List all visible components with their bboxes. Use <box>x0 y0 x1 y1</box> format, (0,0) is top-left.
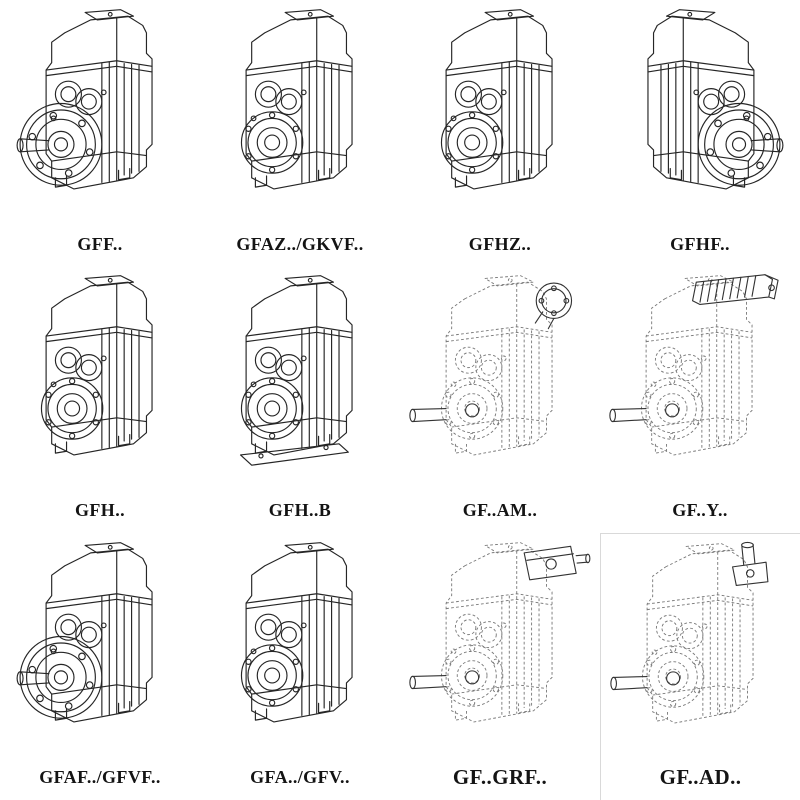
gearbox-drawing-hollow-shaft <box>7 271 193 494</box>
figure-gfa-gfv <box>200 537 400 762</box>
figure-gf-am <box>400 271 600 496</box>
model-label: GF..GRF.. <box>452 764 548 789</box>
catalog-cell-gf-ad: GF..AD.. <box>600 533 800 800</box>
gearbox-drawing-output-flange-mirrored <box>607 5 793 228</box>
model-label: GFH.. <box>75 500 125 521</box>
model-label: GFA../GFV.. <box>250 766 350 787</box>
figure-gfaf-gfvf <box>0 537 200 762</box>
model-label: GFH..B <box>268 500 332 521</box>
gearbox-drawing-output-flange <box>7 538 193 761</box>
catalog-cell-gf-am: GF..AM.. <box>400 267 600 534</box>
catalog-cell-gfhf: GFHF.. <box>600 0 800 267</box>
gearbox-drawing-motor-adapter-phantom <box>407 271 593 494</box>
gearbox-drawing-mounted-motor-phantom <box>607 271 793 494</box>
gearbox-drawing-input-adapter-phantom <box>407 538 593 761</box>
gearbox-drawing-hollow-shaft <box>407 5 593 228</box>
figure-gff <box>0 4 200 229</box>
catalog-cell-gf-y: GF..Y.. <box>600 267 800 534</box>
gearbox-drawing-top-input-shaft-phantom <box>608 539 794 762</box>
model-label: GFAZ../GKVF.. <box>236 233 364 254</box>
catalog-cell-gfh-b: GFH..B <box>200 267 400 534</box>
catalog-cell-gf-grf: GF..GRF.. <box>400 533 600 800</box>
catalog-cell-gfaf-gfvf: GFAF../GFVF.. <box>0 533 200 800</box>
catalog-cell-gfa-gfv: GFA../GFV.. <box>200 533 400 800</box>
catalog-cell-gfh: GFH.. <box>0 267 200 534</box>
catalog-cell-gff: GFF.. <box>0 0 200 267</box>
model-label: GFF.. <box>77 233 123 254</box>
model-label: GF..Y.. <box>672 500 728 521</box>
model-label: GFHF.. <box>670 233 730 254</box>
gearbox-drawing-output-flange <box>7 5 193 228</box>
figure-gf-y <box>600 271 800 496</box>
catalog-cell-gfhz: GFHZ.. <box>400 0 600 267</box>
figure-gfhf <box>600 4 800 229</box>
figure-gfhz <box>400 4 600 229</box>
figure-gfh-b <box>200 271 400 496</box>
figure-gfaz-gkvf <box>200 4 400 229</box>
figure-gf-ad <box>601 538 800 762</box>
gearbox-drawing-hollow-shaft <box>207 538 393 761</box>
gearbox-drawing-foot-mounted <box>207 271 393 494</box>
figure-gfh <box>0 271 200 496</box>
gearbox-drawing-hollow-shaft <box>207 5 393 228</box>
model-label: GFAF../GFVF.. <box>39 766 161 787</box>
model-label: GF..AM.. <box>462 500 538 521</box>
model-label: GFHZ.. <box>468 233 532 254</box>
figure-gf-grf <box>400 537 600 762</box>
catalog-cell-gfaz-gkvf: GFAZ../GKVF.. <box>200 0 400 267</box>
model-label: GF..AD.. <box>659 764 742 789</box>
